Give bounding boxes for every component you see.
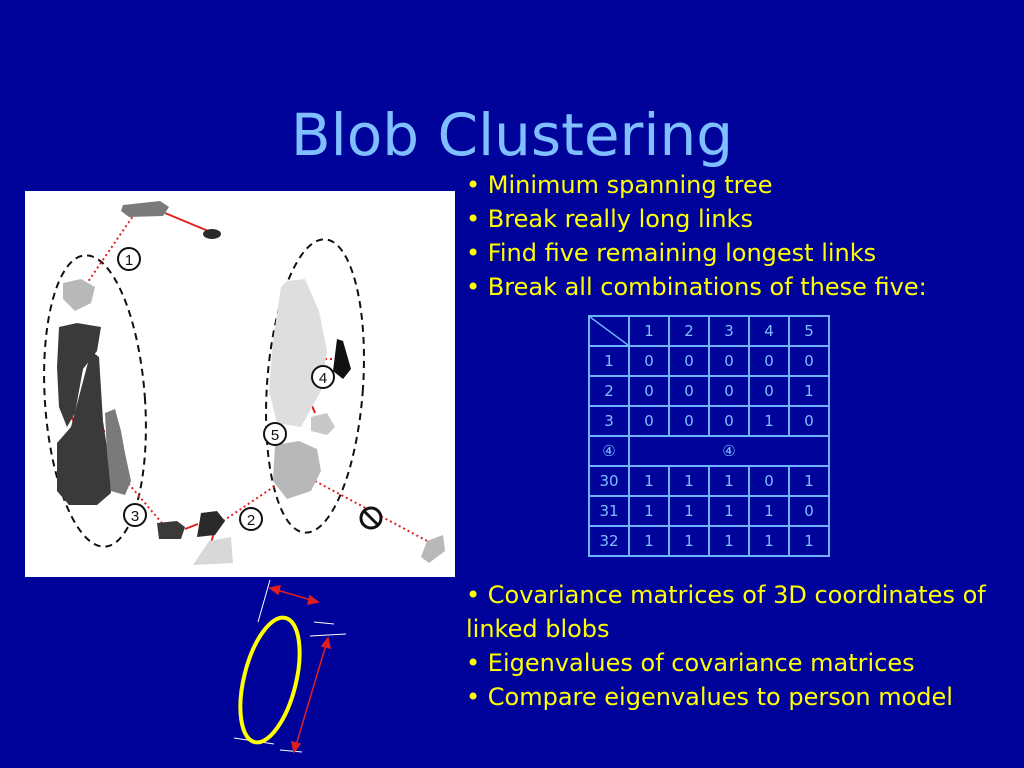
matrix-header-cell: 4 — [748, 315, 790, 347]
blob — [63, 279, 95, 311]
matrix-row-label: 2 — [588, 375, 630, 407]
matrix-cell: 1 — [668, 525, 710, 557]
link-label-5-text: 5 — [271, 427, 279, 444]
blob — [273, 441, 321, 499]
blob — [269, 279, 327, 427]
link-label-3: 3 — [123, 503, 147, 527]
blob — [311, 413, 335, 435]
matrix-cell: 0 — [748, 375, 790, 407]
matrix-cell: 0 — [708, 375, 750, 407]
matrix-cell: 1 — [628, 525, 670, 557]
matrix-cell: 0 — [748, 465, 790, 497]
matrix-cell: 1 — [748, 495, 790, 527]
bullet-item: • Covariance matrices of 3D coordinates … — [466, 581, 986, 643]
matrix-cell: 1 — [708, 495, 750, 527]
matrix-cell: 0 — [708, 405, 750, 437]
blob — [157, 521, 185, 539]
left-cluster-outline — [43, 254, 147, 548]
matrix-row-label: ④ — [588, 435, 630, 467]
matrix-cell: 0 — [748, 345, 790, 377]
slide-title: Blob Clustering — [290, 101, 734, 169]
matrix-row-label: 3 — [588, 405, 630, 437]
blob — [105, 409, 131, 495]
bullet-list-top: • Minimum spanning tree • Break really l… — [466, 168, 1024, 304]
eigen-ellipse-figure — [222, 578, 352, 758]
blob-diagram: 1 2 3 4 5 — [25, 191, 455, 577]
bullet-item: • Break really long links — [466, 205, 753, 233]
matrix-header-cell: 3 — [708, 315, 750, 347]
matrix-header-cell: 2 — [668, 315, 710, 347]
matrix-ellipsis-cell: ④ — [628, 435, 830, 467]
link-label-4-text: 4 — [319, 370, 327, 387]
matrix-cell: 1 — [788, 465, 830, 497]
matrix-cell: 0 — [628, 405, 670, 437]
link-label-4: 4 — [311, 365, 335, 389]
blob — [121, 201, 169, 217]
bullet-list-bottom: • Covariance matrices of 3D coordinates … — [466, 578, 1011, 714]
matrix-row: 32 1 1 1 1 1 — [588, 525, 830, 557]
matrix-header-cell: 5 — [788, 315, 830, 347]
matrix-corner-cell — [588, 315, 630, 347]
bullet-item: • Compare eigenvalues to person model — [466, 683, 953, 711]
matrix-cell: 0 — [668, 375, 710, 407]
broken-link-icon — [359, 506, 383, 530]
blob — [57, 351, 111, 505]
matrix-cell: 1 — [628, 495, 670, 527]
matrix-cell: 1 — [708, 465, 750, 497]
link-label-1-text: 1 — [125, 252, 133, 269]
link-label-1: 1 — [117, 247, 141, 271]
matrix-cell: 1 — [668, 465, 710, 497]
blob — [57, 323, 101, 427]
matrix-row: 2 0 0 0 0 1 — [588, 375, 830, 407]
matrix-row: 31 1 1 1 1 0 — [588, 495, 830, 527]
matrix-row-label: 32 — [588, 525, 630, 557]
matrix-cell: 0 — [628, 345, 670, 377]
bullet-item: • Find five remaining longest links — [466, 239, 877, 267]
bullet-item: • Break all combinations of these five: — [466, 273, 927, 301]
matrix-cell: 0 — [788, 405, 830, 437]
bullet-item: • Minimum spanning tree — [466, 171, 773, 199]
matrix-cell: 1 — [628, 465, 670, 497]
matrix-row-label: 30 — [588, 465, 630, 497]
matrix-row-label: 1 — [588, 345, 630, 377]
matrix-cell: 1 — [748, 525, 790, 557]
matrix-row: 3 0 0 0 1 0 — [588, 405, 830, 437]
matrix-header-row: 1 2 3 4 5 — [588, 315, 830, 347]
matrix-row: 1 0 0 0 0 0 — [588, 345, 830, 377]
matrix-header-cell: 1 — [628, 315, 670, 347]
matrix-cell: 0 — [668, 345, 710, 377]
matrix-cell: 0 — [628, 375, 670, 407]
matrix-cell: 1 — [788, 375, 830, 407]
link-label-2-text: 2 — [247, 512, 255, 529]
link-label-3-text: 3 — [131, 508, 139, 525]
link-label-2: 2 — [239, 507, 263, 531]
matrix-cell: 0 — [788, 345, 830, 377]
covariance-ellipse — [238, 615, 302, 745]
combination-matrix: 1 2 3 4 5 1 0 0 0 0 0 2 0 0 0 0 1 3 0 0 … — [588, 315, 830, 557]
link-label-5: 5 — [263, 422, 287, 446]
blob — [421, 535, 445, 563]
blob — [193, 537, 233, 565]
matrix-cell: 0 — [668, 405, 710, 437]
blob — [333, 339, 351, 379]
matrix-cell: 1 — [788, 525, 830, 557]
matrix-cell: 1 — [708, 525, 750, 557]
bullet-item: • Eigenvalues of covariance matrices — [466, 649, 915, 677]
blob — [203, 229, 221, 239]
matrix-cell: 1 — [748, 405, 790, 437]
matrix-cell: 0 — [788, 495, 830, 527]
matrix-row-ellipsis: ④ ④ — [588, 435, 830, 467]
matrix-cell: 0 — [708, 345, 750, 377]
matrix-row-label: 31 — [588, 495, 630, 527]
matrix-row: 30 1 1 1 0 1 — [588, 465, 830, 497]
right-cluster-outline — [265, 238, 365, 534]
blob — [197, 511, 225, 537]
matrix-cell: 1 — [668, 495, 710, 527]
